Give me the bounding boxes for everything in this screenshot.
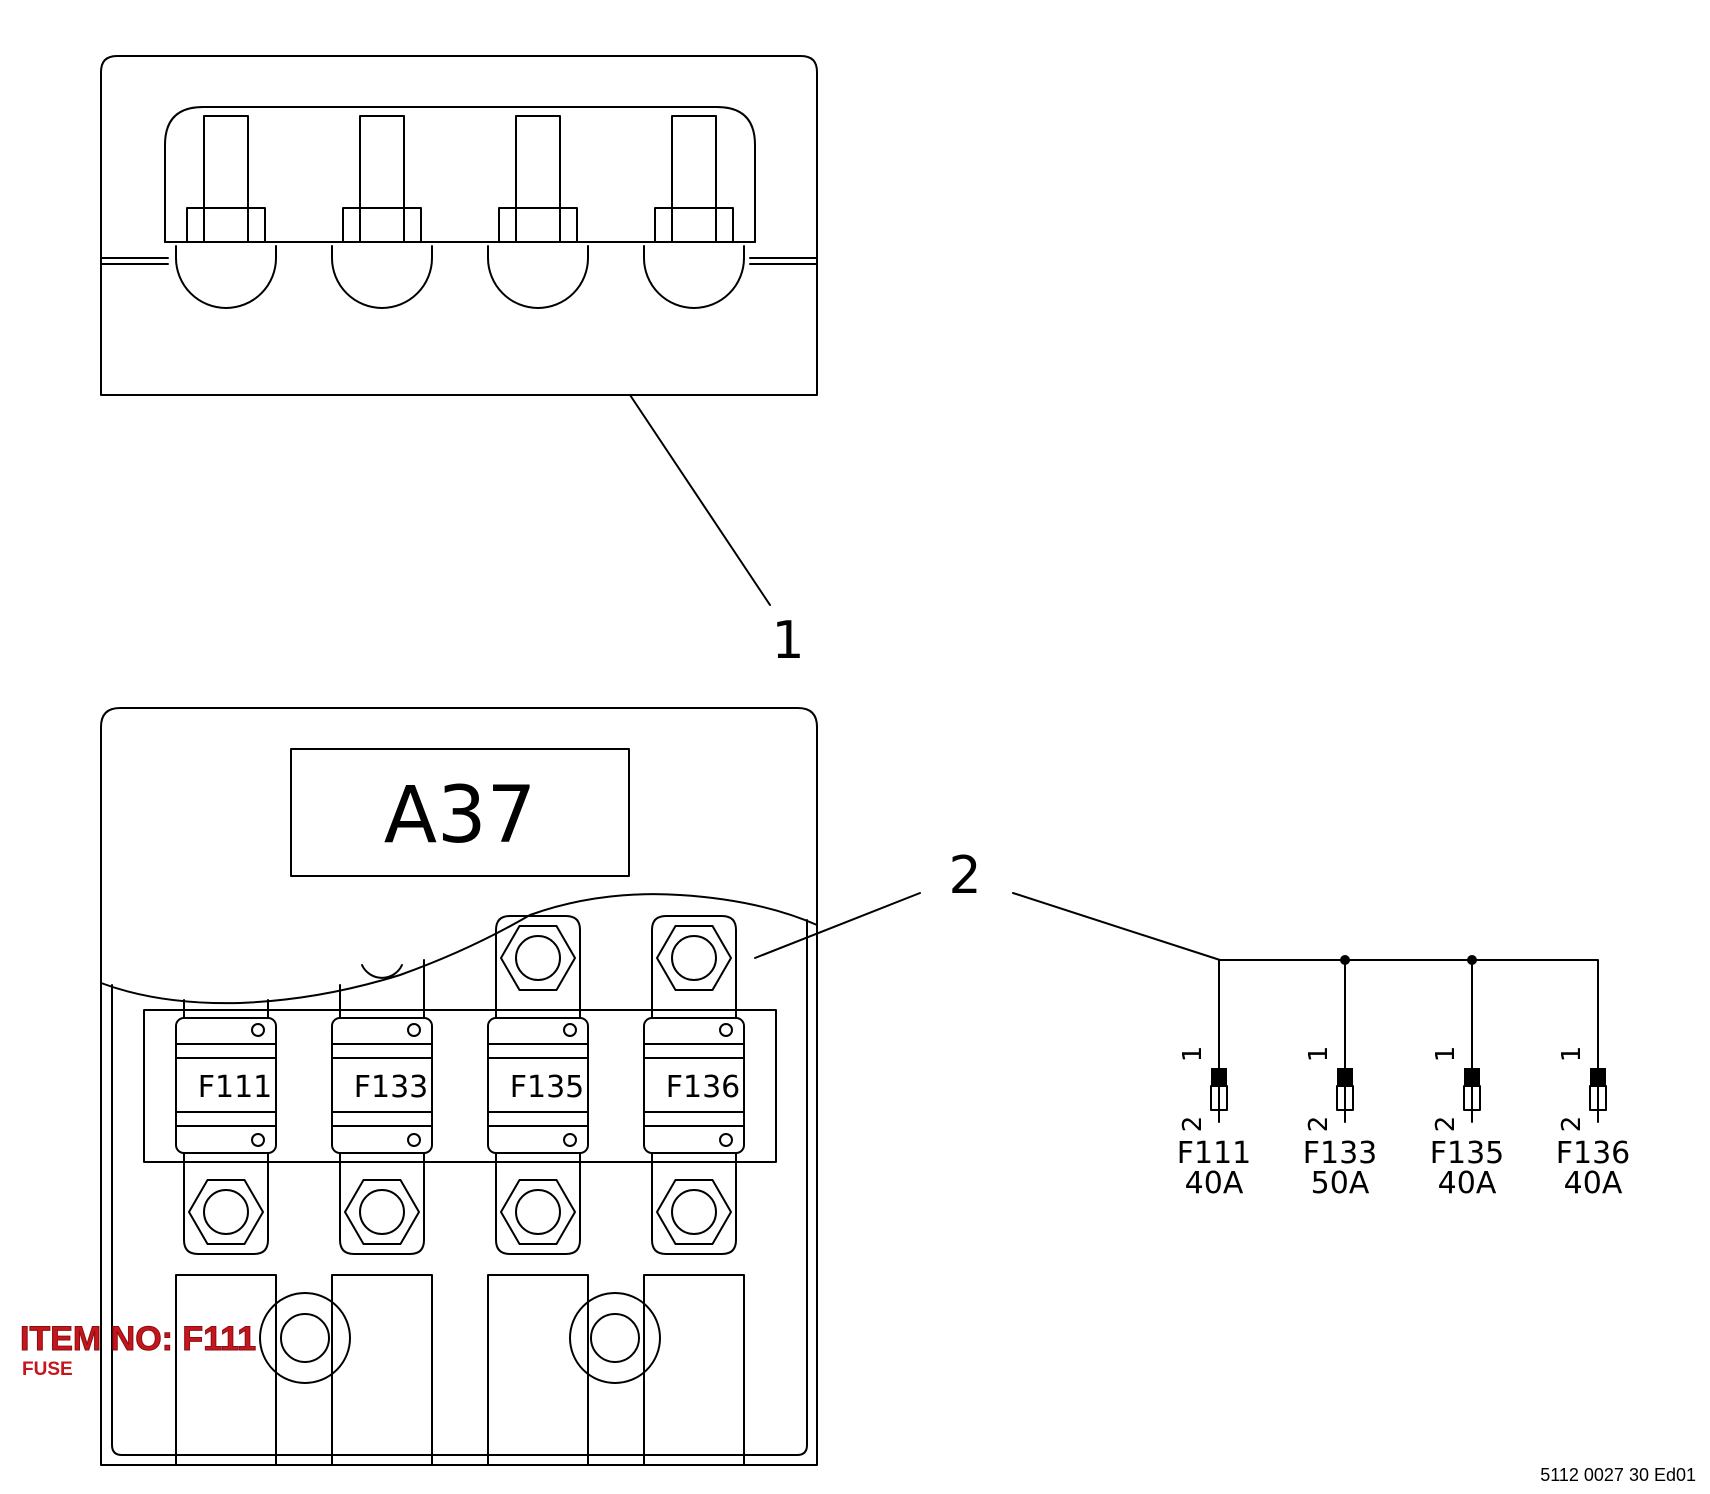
item-subtitle: FUSE: [22, 1359, 73, 1380]
callout-1: 1: [771, 611, 804, 671]
pin-label-2: 2: [1178, 1116, 1208, 1133]
pin-label-1: 1: [1431, 1046, 1461, 1063]
top-view: [100, 55, 818, 606]
callout-2: 2: [948, 846, 981, 906]
schematic-fuse-id: F111: [1177, 1136, 1252, 1171]
item-title: ITEM NO: F111: [20, 1320, 256, 1358]
schematic-fuse-id: F135: [1430, 1136, 1505, 1171]
fuse-front-label: F133: [354, 1070, 429, 1105]
mounting-blocks: [175, 1274, 745, 1466]
top-bolt: [331, 115, 433, 309]
schematic-fuse-id: F136: [1556, 1136, 1631, 1171]
pin-label-1: 1: [1178, 1046, 1208, 1063]
pin-label-2: 2: [1557, 1116, 1587, 1133]
fuse-front-f133: F133: [331, 959, 433, 1255]
top-bolt: [487, 115, 589, 309]
top-view-bolts: [175, 115, 745, 309]
top-bolt: [175, 115, 277, 309]
front-view: A37 F111 F133 F135 F136: [100, 707, 921, 1466]
schematic-fuse-rating: 40A: [1438, 1166, 1497, 1201]
fuses-front: F111 F133 F135 F136: [175, 915, 745, 1255]
schematic-fuse-rating: 40A: [1185, 1166, 1244, 1201]
label-plate: [290, 748, 630, 877]
pin-label-1: 1: [1557, 1046, 1587, 1063]
drawing-number: 5112 0027 30 Ed01: [1540, 1465, 1696, 1485]
fuse-front-label: F136: [666, 1070, 741, 1105]
pin-label-2: 2: [1431, 1116, 1461, 1133]
fuse-front-label: F111: [198, 1070, 273, 1105]
schematic-fuse-rating: 40A: [1564, 1166, 1623, 1201]
fuse-front-label: F135: [510, 1070, 585, 1105]
top-bolt: [643, 115, 745, 309]
pin-label-1: 1: [1304, 1046, 1334, 1063]
pin-label-2: 2: [1304, 1116, 1334, 1133]
fuse-front-f135: F135: [487, 915, 589, 1255]
box-label: A37: [384, 771, 537, 861]
fuse-front-f136: F136: [643, 915, 745, 1255]
fuse-front-f111: F111: [175, 999, 277, 1255]
schematic-fuse-id: F133: [1303, 1136, 1378, 1171]
schematic-fuse-rating: 50A: [1311, 1166, 1370, 1201]
